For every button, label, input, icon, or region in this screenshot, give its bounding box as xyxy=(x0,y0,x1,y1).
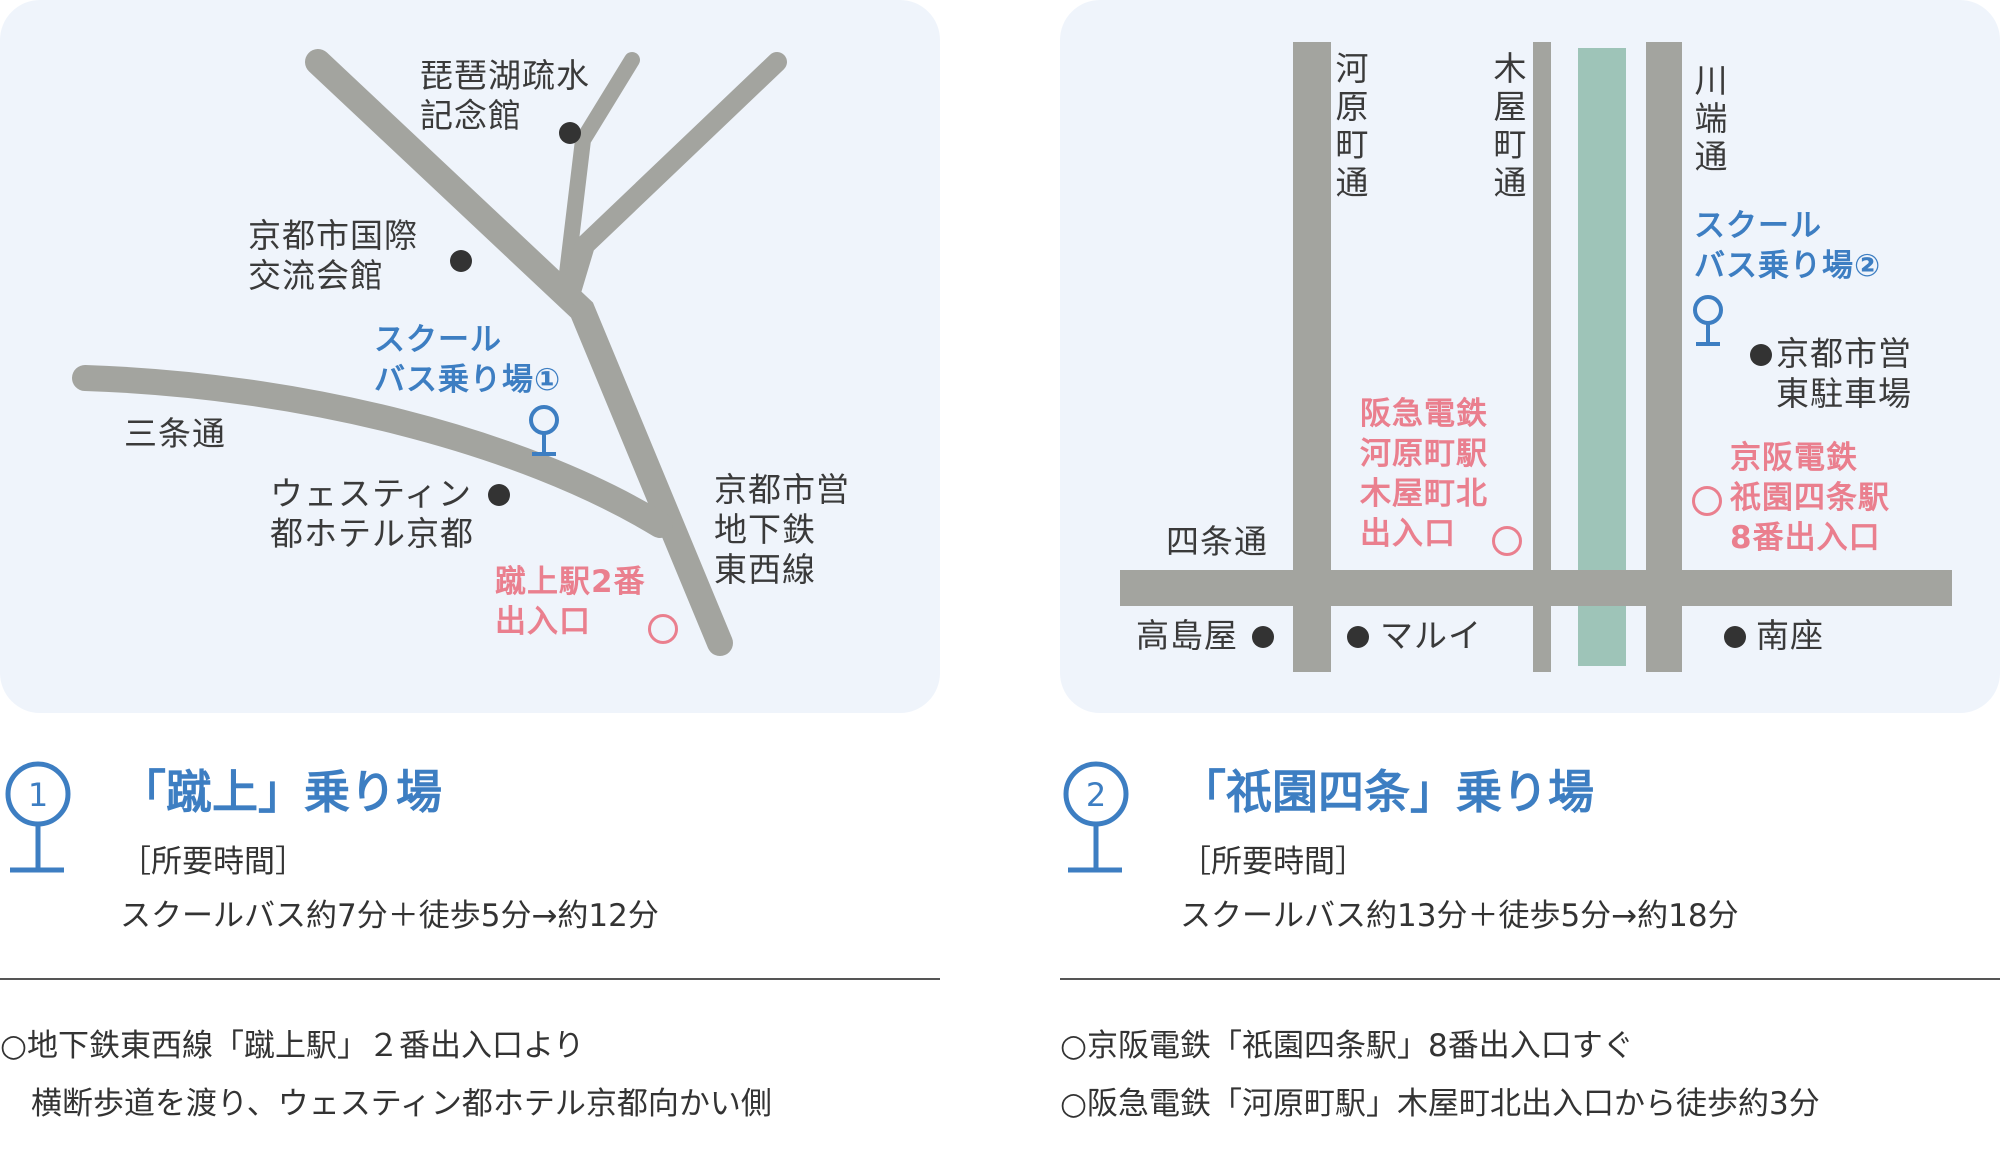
landmark-dot-icon xyxy=(1347,626,1369,648)
divider xyxy=(0,978,940,980)
landmark-dot-icon xyxy=(488,484,510,506)
note-line: 横断歩道を渡り、ウェスティン都ホテル京都向かい側 xyxy=(0,1086,772,1122)
road-main-diagonal xyxy=(305,49,733,656)
stop-title-keage: 「蹴上」乗り場 xyxy=(120,765,442,819)
note-line: ○京阪電鉄「祇園四条駅」8番出入口すぐ xyxy=(1060,1028,1634,1064)
landmark-dot-icon xyxy=(559,122,581,144)
station-exit-ring-icon xyxy=(648,614,678,644)
label-higashi-parking: 京都市営 東駐車場 xyxy=(1776,334,1912,413)
station-exit-ring-icon xyxy=(1492,526,1522,556)
time-label: ［所要時間］ xyxy=(1180,844,1366,880)
label-kawaramachi-dori: 河原町通 xyxy=(1335,49,1369,202)
label-keage-station-exit-2: 蹴上駅2番 出入口 xyxy=(495,564,646,640)
note-line: ○地下鉄東西線「蹴上駅」２番出入口より xyxy=(0,1028,585,1064)
label-kokusai-koryu-kaikan: 京都市国際 交流会館 xyxy=(248,216,418,295)
label-biwako-canal-museum: 琵琶湖疏水 記念館 xyxy=(420,56,590,135)
bus-stop-pin-icon xyxy=(1693,295,1723,346)
road-upper-branch xyxy=(560,52,787,305)
time-detail: スクールバス約7分＋徒歩5分→約12分 xyxy=(120,898,659,934)
road-kawaramachi xyxy=(1293,42,1331,672)
label-hankyu-kawaramachi-exit: 阪急電鉄 河原町駅 木屋町北 出入口 xyxy=(1360,396,1488,552)
bus-stop-pin-icon xyxy=(529,405,559,456)
road-kawabata xyxy=(1646,42,1682,672)
road-shijo xyxy=(1120,570,1952,606)
road-kiyamachi xyxy=(1533,42,1551,672)
kamo-river xyxy=(1578,48,1626,666)
label-kiyamachi-dori: 木屋町通 xyxy=(1493,49,1527,202)
keage-map: 琵琶湖疏水 記念館 京都市国際 交流会館 スクール バス乗り場① 三条通 ウェス… xyxy=(0,0,940,713)
bus-stop-pin-icon: 2 xyxy=(1063,761,1129,873)
keage-roads xyxy=(72,49,787,656)
landmark-dot-icon xyxy=(450,250,472,272)
label-school-bus-stop-2: スクール バス乗り場② xyxy=(1694,208,1882,284)
stop-title-gion-shijo: 「祇園四条」乗り場 xyxy=(1180,765,1594,819)
gion-shijo-map: 河原町通 木屋町通 川端通 スクール バス乗り場② 京都市営 東駐車場 阪急電鉄… xyxy=(1060,0,2000,713)
label-sanjo-dori: 三条通 xyxy=(124,414,226,453)
label-keihan-gion-shijo-exit-8: 京阪電鉄 祇園四条駅 8番出入口 xyxy=(1730,440,1890,556)
label-westin-miyako: ウェスティン 都ホテル京都 xyxy=(270,474,474,553)
bus-stop-pin-icon: 1 xyxy=(5,761,71,873)
landmark-dot-icon xyxy=(1252,626,1274,648)
label-kawabata-dori: 川端通 xyxy=(1694,61,1728,176)
gion-shijo-roads xyxy=(1120,42,1952,672)
label-school-bus-stop-1: スクール バス乗り場① xyxy=(374,322,562,398)
label-takashimaya: 高島屋 xyxy=(1136,616,1238,655)
label-shijo-dori: 四条通 xyxy=(1166,522,1268,561)
road-sanjo xyxy=(72,365,673,538)
station-exit-ring-icon xyxy=(1692,486,1722,516)
label-marui: マルイ xyxy=(1380,616,1482,655)
landmark-dot-icon xyxy=(1750,344,1772,366)
label-minamiza: 南座 xyxy=(1756,616,1824,655)
time-detail: スクールバス約13分＋徒歩5分→約18分 xyxy=(1180,898,1739,934)
landmark-dot-icon xyxy=(1724,626,1746,648)
stop-number-1: 1 xyxy=(28,776,48,814)
road-canal-branch xyxy=(557,52,640,298)
label-tozai-subway-line: 京都市営 地下鉄 東西線 xyxy=(714,470,850,589)
time-label: ［所要時間］ xyxy=(120,844,306,880)
divider xyxy=(1060,978,2000,980)
note-line: ○阪急電鉄「河原町駅」木屋町北出入口から徒歩約3分 xyxy=(1060,1086,1820,1122)
stop-number-2: 2 xyxy=(1086,776,1106,814)
